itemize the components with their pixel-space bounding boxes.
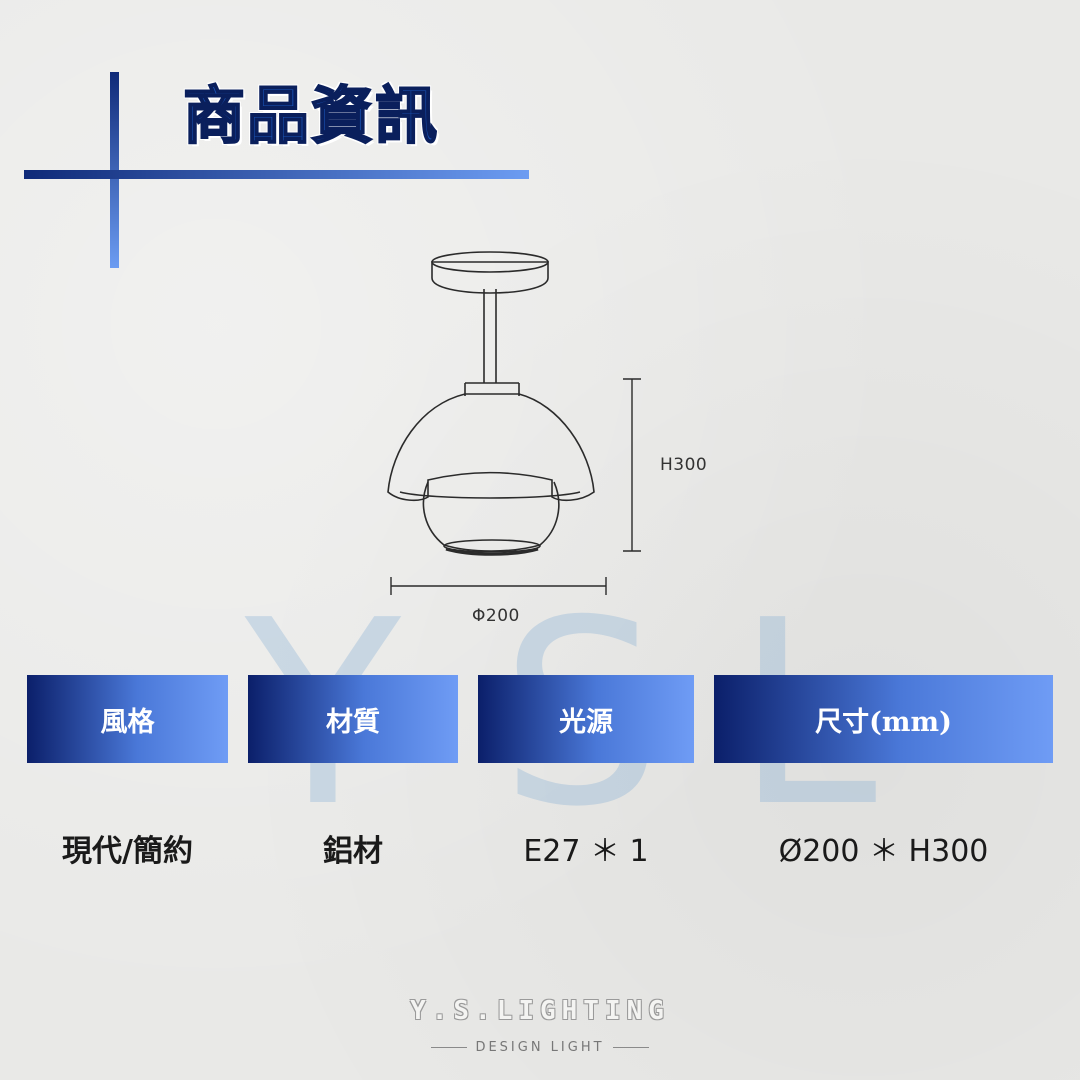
lamp-outer-shade <box>387 393 595 502</box>
page-title: 商品資訊 <box>182 78 440 153</box>
tagline-rule-left <box>431 1046 468 1048</box>
spec-header-light-source: 光源 <box>478 675 694 763</box>
lamp-diagram <box>387 251 641 595</box>
spec-value-style: 現代/簡約 <box>62 834 193 869</box>
lamp-globe-bottom <box>443 539 541 553</box>
height-dimension <box>623 378 641 552</box>
width-label: Φ200 <box>472 606 520 626</box>
lamp-canopy <box>431 261 549 294</box>
lamp-rod <box>483 289 497 383</box>
spec-header-style: 風格 <box>27 675 228 763</box>
lamp-inner-globe <box>422 481 560 552</box>
height-label: H300 <box>660 455 708 475</box>
spec-header-size: 尺寸(mm) <box>714 675 1053 763</box>
spec-header-material: 材質 <box>248 675 458 763</box>
lamp-canopy-top <box>431 251 549 273</box>
spec-value-size: Ø200 ＊ H300 <box>778 834 989 869</box>
width-dimension <box>390 577 607 595</box>
title-decoration-horizontal <box>24 170 529 179</box>
brand-tagline-row: DESIGN LIGHT <box>420 1036 660 1058</box>
brand-logo: Y.S.LIGHTING <box>410 996 670 1026</box>
tagline-rule-right <box>612 1046 649 1048</box>
spec-value-light-source: E27 ＊ 1 <box>523 834 649 869</box>
brand-tagline: DESIGN LIGHT <box>475 1039 605 1055</box>
spec-value-material: 鋁材 <box>323 834 383 869</box>
